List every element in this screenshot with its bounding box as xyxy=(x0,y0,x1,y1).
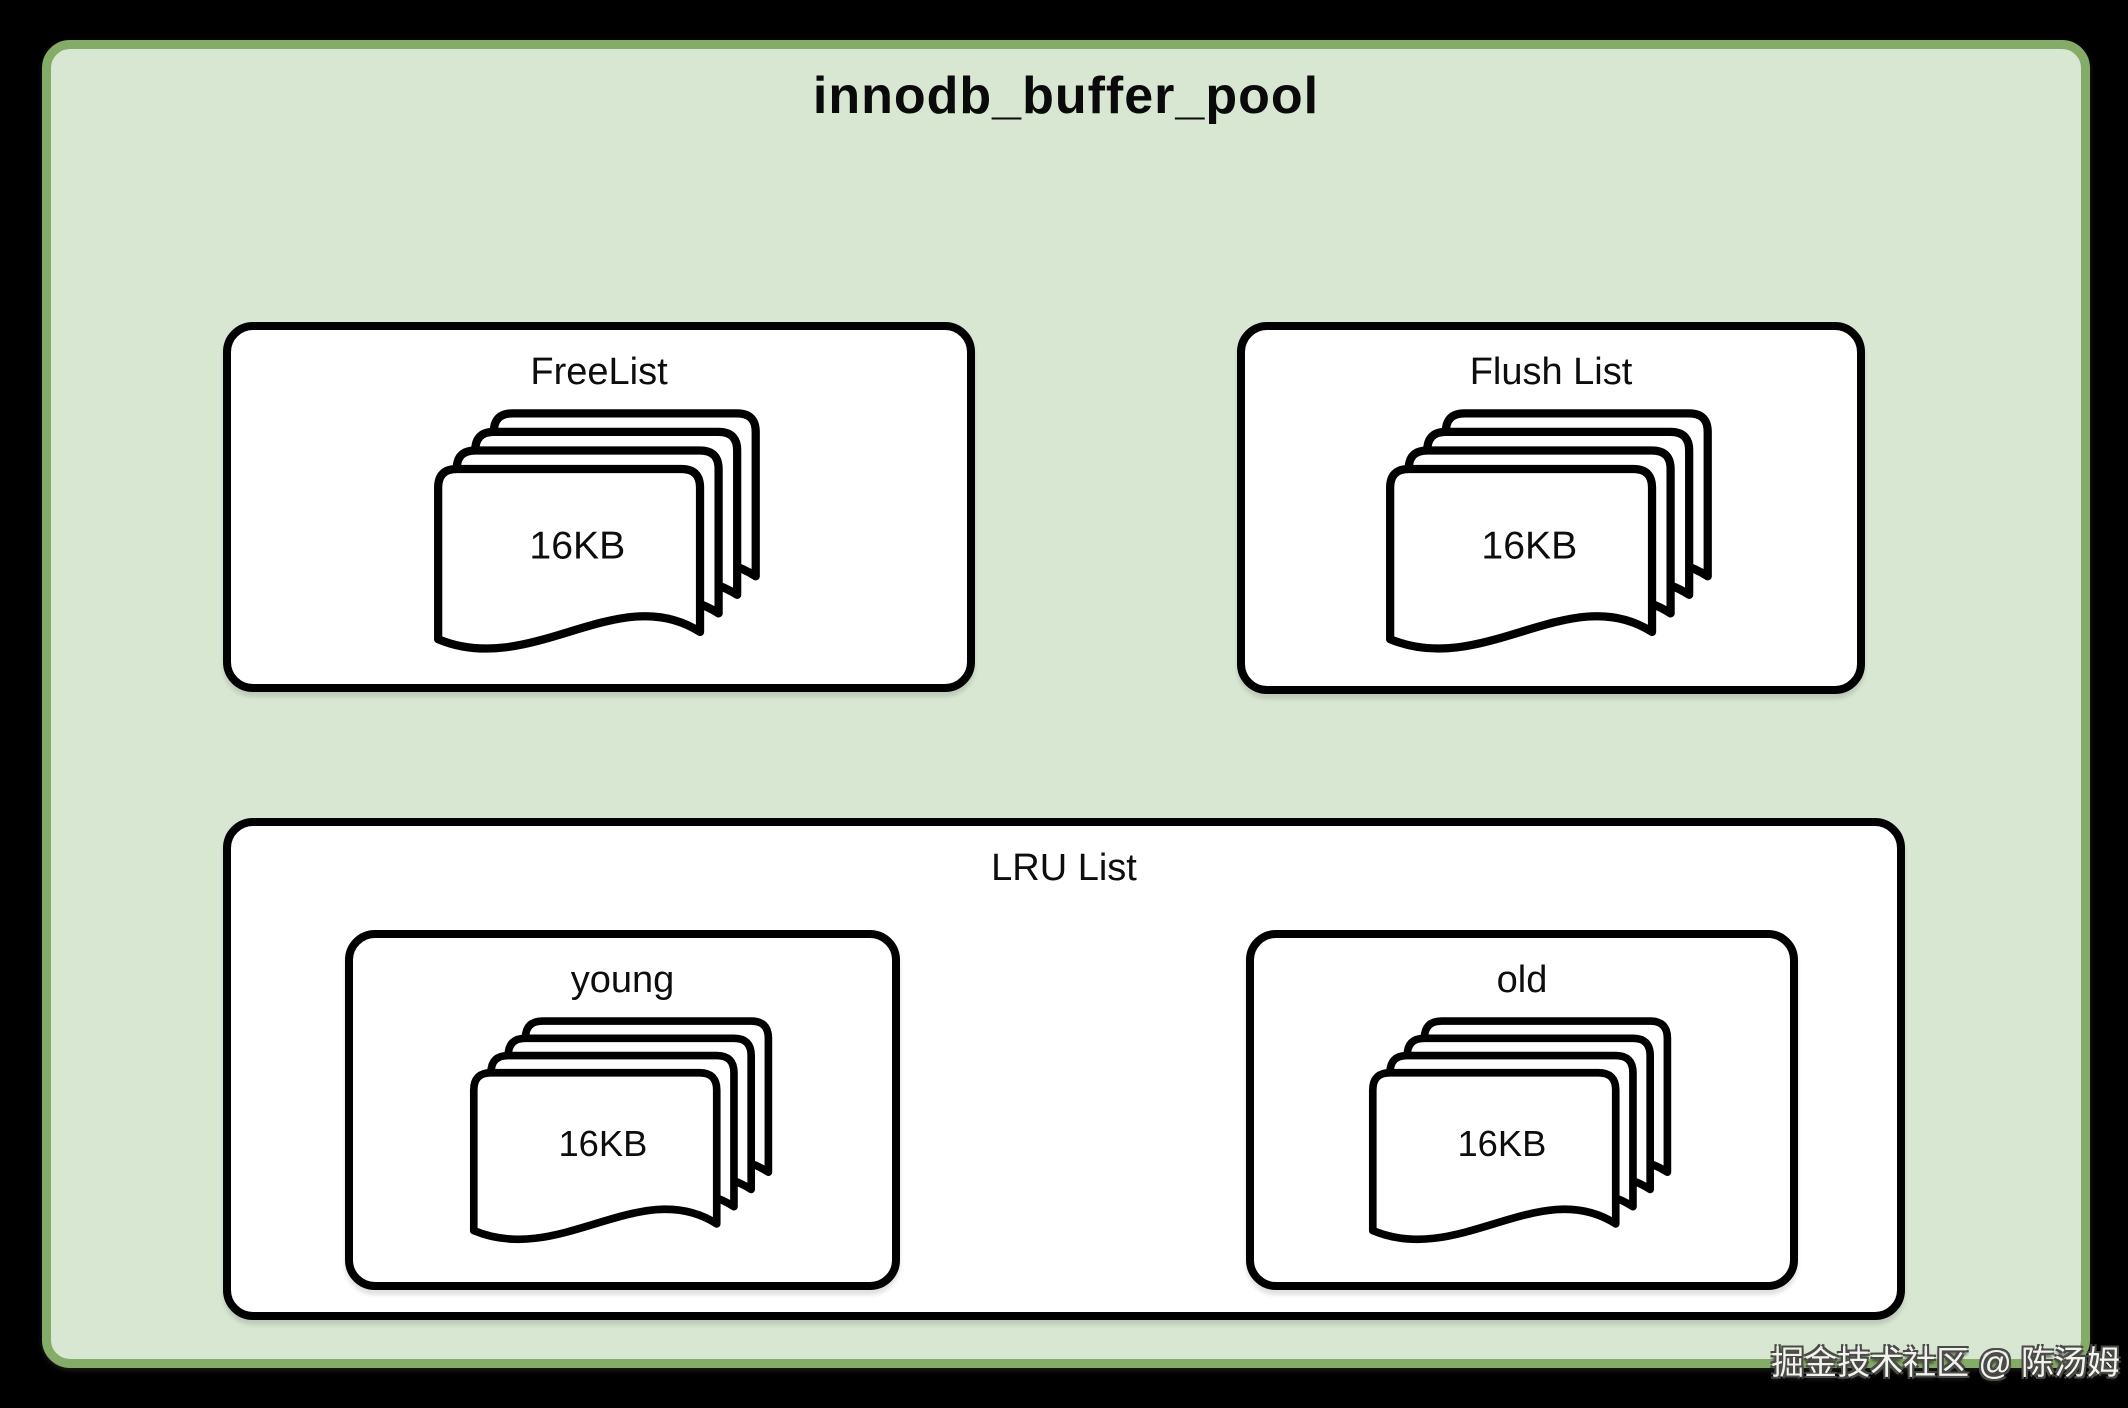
watermark: 掘金技术社区 @ 陈汤姆 xyxy=(1771,1344,2120,1381)
young-box: young 16KB xyxy=(345,930,900,1290)
page-size-label: 16KB xyxy=(529,525,625,568)
page-stack-icon: 16KB xyxy=(1368,1016,1676,1250)
page-stack-icon: 16KB xyxy=(433,408,765,660)
old-box: old 16KB xyxy=(1246,930,1798,1290)
freelist-box: FreeList 16KB xyxy=(223,322,975,692)
page-size-label: 16KB xyxy=(1481,525,1577,568)
page-size-label: 16KB xyxy=(558,1123,647,1164)
page-stack-icon: 16KB xyxy=(469,1016,777,1250)
page-size-label: 16KB xyxy=(1457,1123,1546,1164)
pool-title: innodb_buffer_pool xyxy=(812,67,1320,125)
page-stack-icon: 16KB xyxy=(1385,408,1717,660)
flush-list-box: Flush List 16KB xyxy=(1237,322,1865,694)
freelist-label: FreeList xyxy=(530,351,668,393)
young-label: young xyxy=(570,959,675,1001)
flush-list-label: Flush List xyxy=(1469,351,1633,393)
old-label: old xyxy=(1496,959,1548,1001)
lru-list-label: LRU List xyxy=(991,847,1137,889)
